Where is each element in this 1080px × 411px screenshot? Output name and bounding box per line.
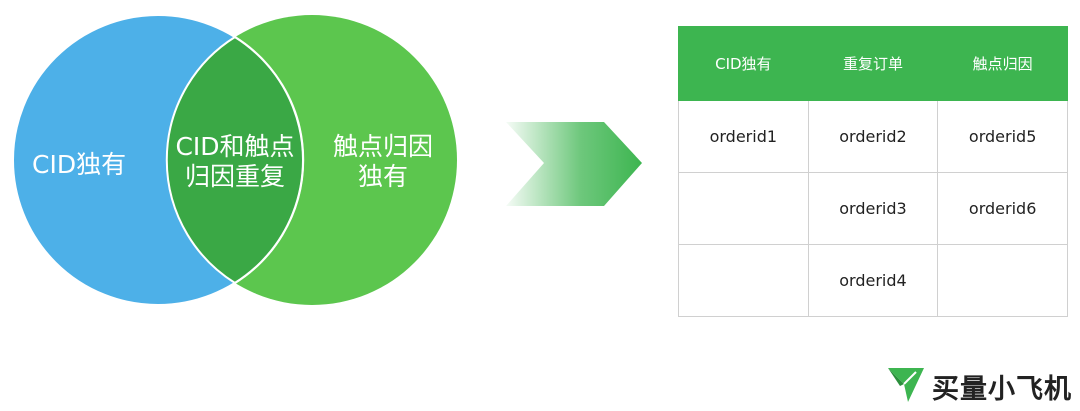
table-cell xyxy=(678,244,809,317)
venn-label-cid-only: CID独有 xyxy=(32,150,127,179)
paper-plane-icon xyxy=(888,368,924,402)
table-cell xyxy=(937,244,1068,317)
table-cell: orderid5 xyxy=(937,100,1068,173)
column-header: 触点归因 xyxy=(937,26,1068,101)
venn-label-touchpoint-line1: 触点归因 xyxy=(332,132,433,161)
table-cell: orderid3 xyxy=(807,172,939,245)
table-row: orderid3 orderid6 xyxy=(678,172,1068,245)
venn-overlap-region xyxy=(167,15,303,305)
table-cell: orderid1 xyxy=(678,100,809,173)
table-header-row: CID独有 重复订单 触点归因 xyxy=(678,26,1068,101)
venn-overlap-outline xyxy=(165,35,305,285)
table-cell: orderid4 xyxy=(807,244,939,317)
brand-logo-text: 买量小飞机 xyxy=(932,374,1072,405)
table-cell xyxy=(678,172,809,245)
venn-label-touchpoint-line2: 独有 xyxy=(357,162,408,191)
table-cell: orderid2 xyxy=(807,100,939,173)
column-header: CID独有 xyxy=(678,26,809,101)
table-row: orderid1 orderid2 orderid5 xyxy=(678,100,1068,173)
arrow-right-icon xyxy=(506,122,642,206)
table-row: orderid4 xyxy=(678,244,1068,317)
venn-label-overlap-line2: 归因重复 xyxy=(184,162,285,191)
column-header: 重复订单 xyxy=(807,26,939,101)
table-cell: orderid6 xyxy=(937,172,1068,245)
venn-label-overlap-line1: CID和触点 xyxy=(175,132,295,161)
order-attribution-table: CID独有 重复订单 触点归因 orderid1 orderid2 orderi… xyxy=(678,26,1068,317)
venn-diagram xyxy=(12,14,457,306)
